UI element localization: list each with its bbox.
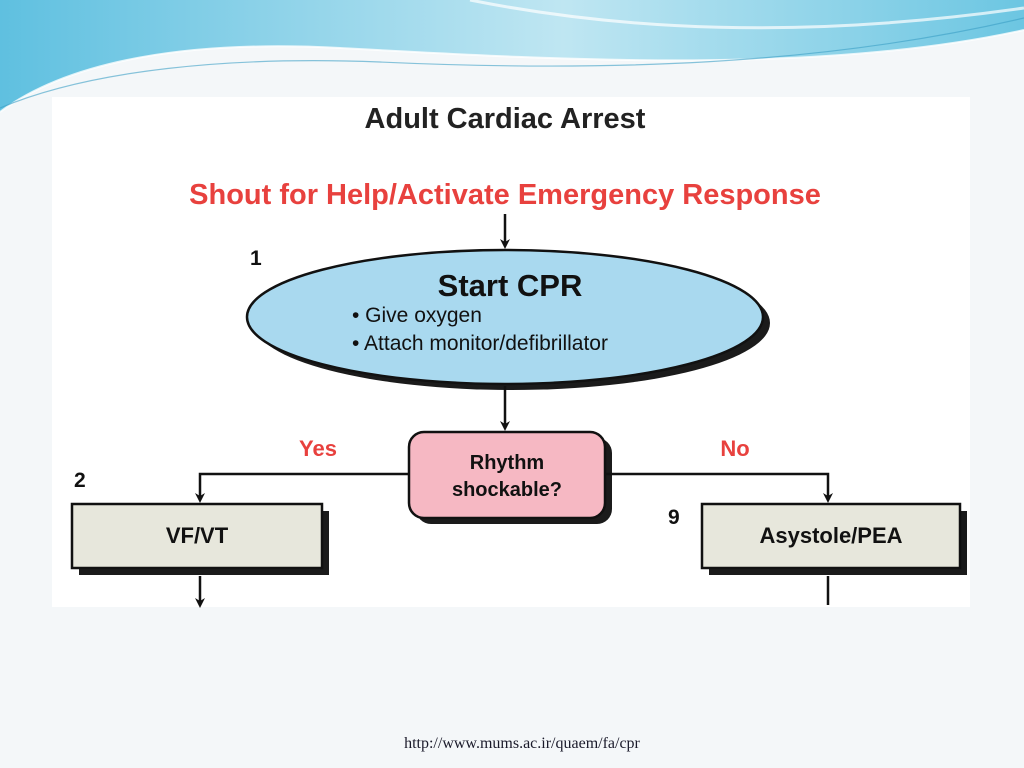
diagram-title: Adult Cardiac Arrest [365, 103, 646, 135]
step-number-2: 2 [74, 469, 86, 492]
vf-vt-label: VF/VT [166, 523, 229, 548]
cpr-bullet-oxygen: • Give oxygen [352, 304, 482, 327]
yes-branch-label: Yes [299, 436, 337, 461]
start-cpr-title: Start CPR [438, 268, 583, 303]
cpr-bullet-monitor: • Attach monitor/defibrillator [352, 332, 608, 355]
start-cpr-ellipse [245, 248, 765, 386]
rhythm-decision-box [407, 430, 607, 520]
asystole-pea-label: Asystole/PEA [759, 523, 902, 548]
asystole-pea-box [700, 502, 962, 570]
step-number-1: 1 [250, 247, 262, 270]
no-branch-label: No [720, 436, 749, 461]
source-url-link[interactable]: http://www.mums.ac.ir/quaem/fa/cpr [404, 735, 640, 752]
rhythm-decision-line2: shockable? [452, 479, 562, 501]
step-number-9: 9 [668, 506, 680, 529]
shout-for-help-text: Shout for Help/Activate Emergency Respon… [189, 179, 821, 211]
yes-branch-connector [195, 472, 409, 503]
no-branch-connector [605, 472, 833, 503]
rhythm-decision-line1: Rhythm [470, 452, 544, 474]
header-wave-decoration [0, 0, 1024, 113]
vf-vt-box [70, 502, 324, 570]
